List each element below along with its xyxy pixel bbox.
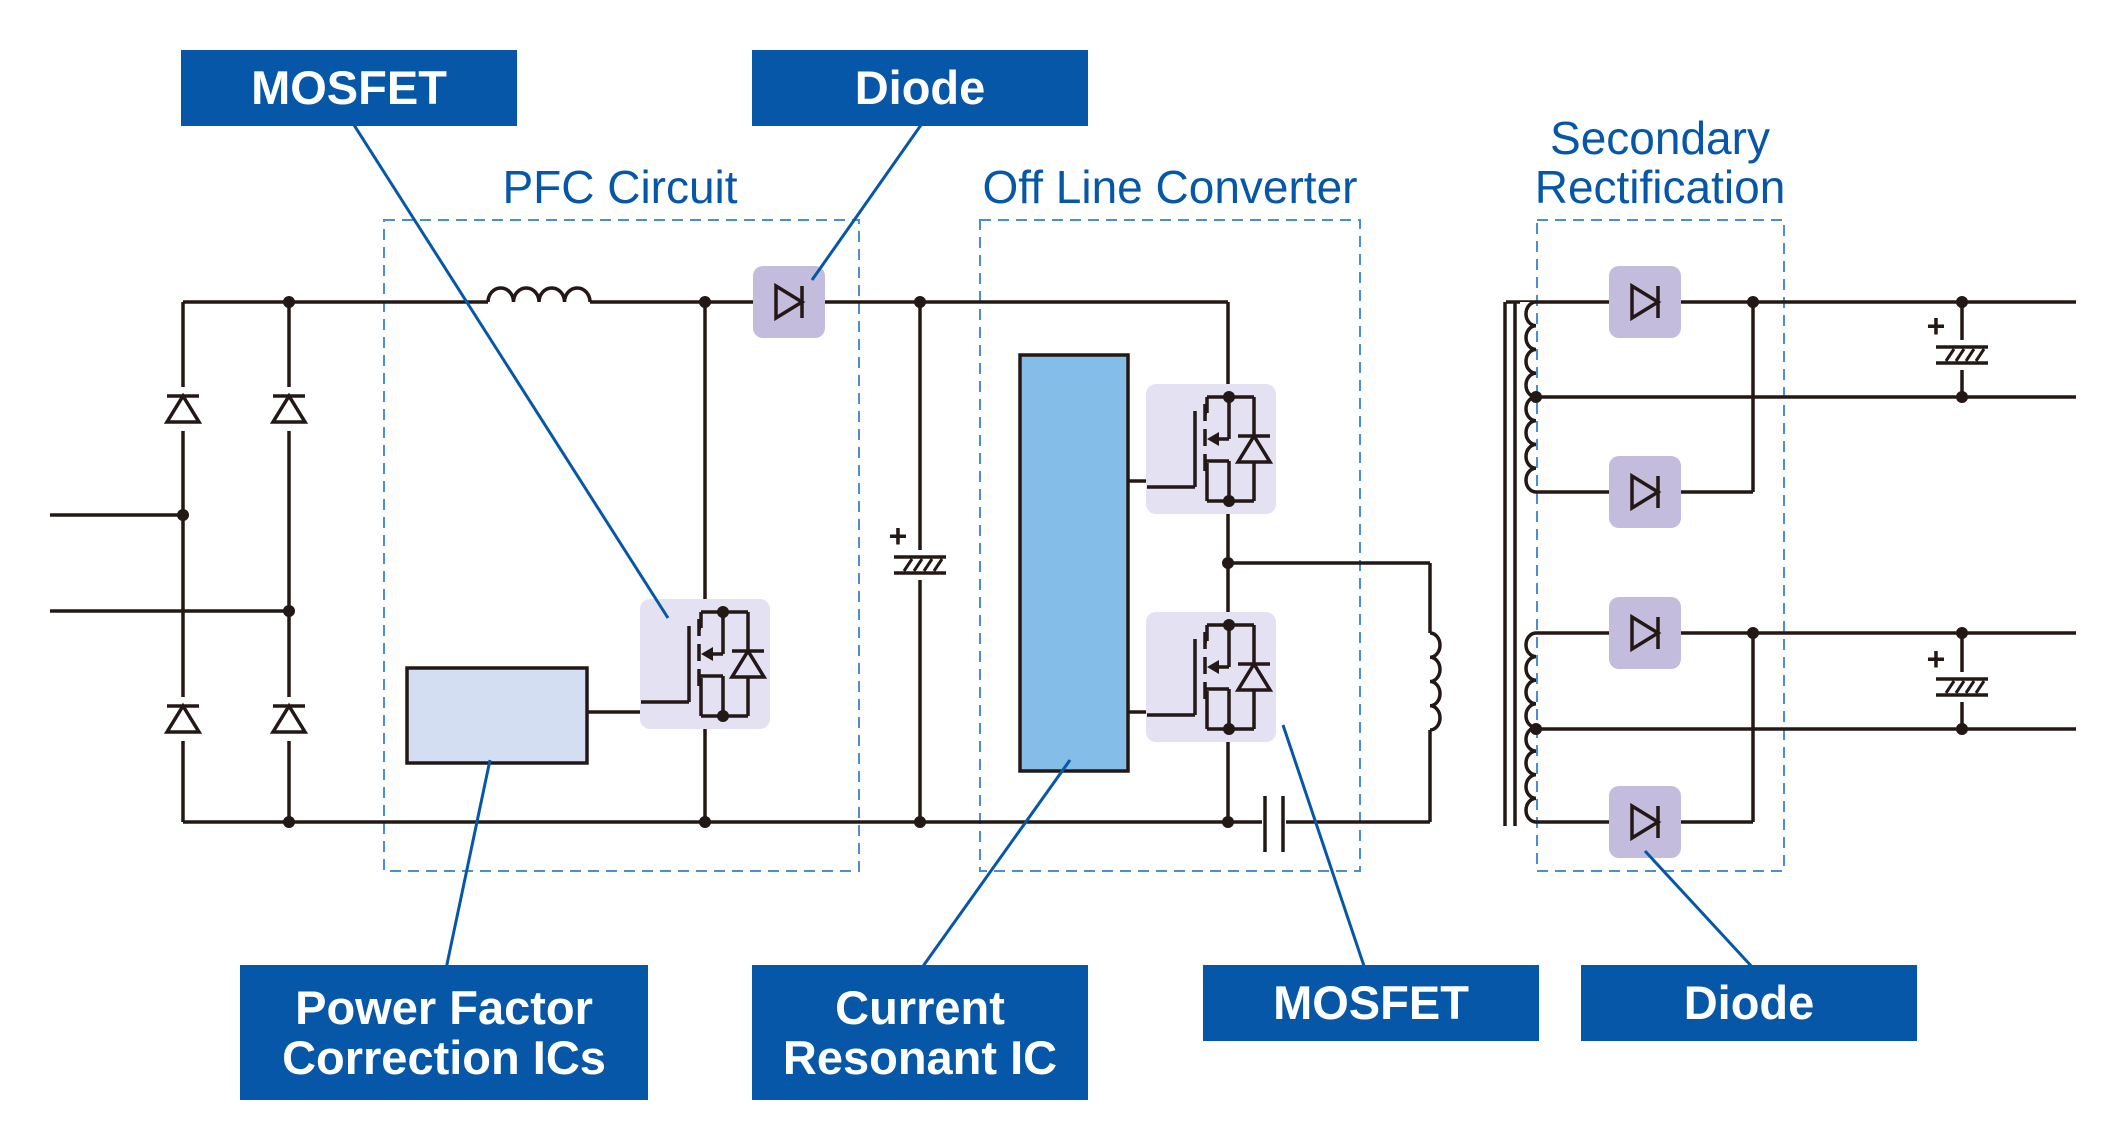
diode-secondary-callout: Diode bbox=[1581, 965, 1917, 1041]
output-capacitors: + + bbox=[1927, 308, 1992, 702]
secondary-rectification-title: Secondary Rectification bbox=[1480, 114, 1840, 212]
resonant-ic-callout: Current Resonant IC bbox=[752, 965, 1088, 1100]
pfc-diode bbox=[753, 266, 825, 338]
pfc-ic-callout-line1: Power Factor bbox=[295, 980, 593, 1034]
high-side-mosfet bbox=[1146, 384, 1276, 514]
mosfet-offline-callout: MOSFET bbox=[1203, 965, 1539, 1041]
offline-converter-box bbox=[979, 219, 1361, 872]
low-side-mosfet bbox=[1146, 612, 1276, 742]
secondary-title-line2: Rectification bbox=[1534, 161, 1786, 213]
resonant-ic-callout-line1: Current bbox=[835, 980, 1005, 1034]
pfc-controller-ic bbox=[405, 666, 589, 765]
offline-converter-title: Off Line Converter bbox=[982, 161, 1358, 213]
pfc-ic-callout-line2: Correction ICs bbox=[282, 1030, 606, 1084]
pfc-circuit-box bbox=[383, 219, 860, 872]
diode-pfc-callout: Diode bbox=[752, 50, 1088, 126]
capacitor-plus-sign: + bbox=[889, 518, 908, 554]
pfc-inductor bbox=[486, 278, 592, 304]
output-cap-2-plus-sign: + bbox=[1927, 641, 1946, 677]
callout-leaders bbox=[352, 124, 1756, 971]
secondary-rectifier-diodes bbox=[1609, 266, 1681, 858]
secondary-title-line1: Secondary bbox=[1550, 112, 1770, 164]
bulk-capacitor: + bbox=[889, 518, 950, 580]
mosfet-pfc-callout: MOSFET bbox=[181, 50, 517, 126]
resonant-capacitor bbox=[1262, 794, 1286, 854]
pfc-ic-callout: Power Factor Correction ICs bbox=[240, 965, 648, 1100]
resonant-ic-callout-line2: Resonant IC bbox=[782, 1030, 1058, 1084]
current-resonant-ic bbox=[1018, 353, 1130, 773]
bridge-rectifier bbox=[165, 387, 307, 741]
pfc-mosfet bbox=[640, 599, 770, 729]
junction-dots bbox=[177, 296, 1968, 828]
transformer bbox=[1420, 300, 1537, 826]
pfc-circuit-title: PFC Circuit bbox=[502, 161, 738, 213]
output-cap-1-plus-sign: + bbox=[1927, 308, 1946, 344]
